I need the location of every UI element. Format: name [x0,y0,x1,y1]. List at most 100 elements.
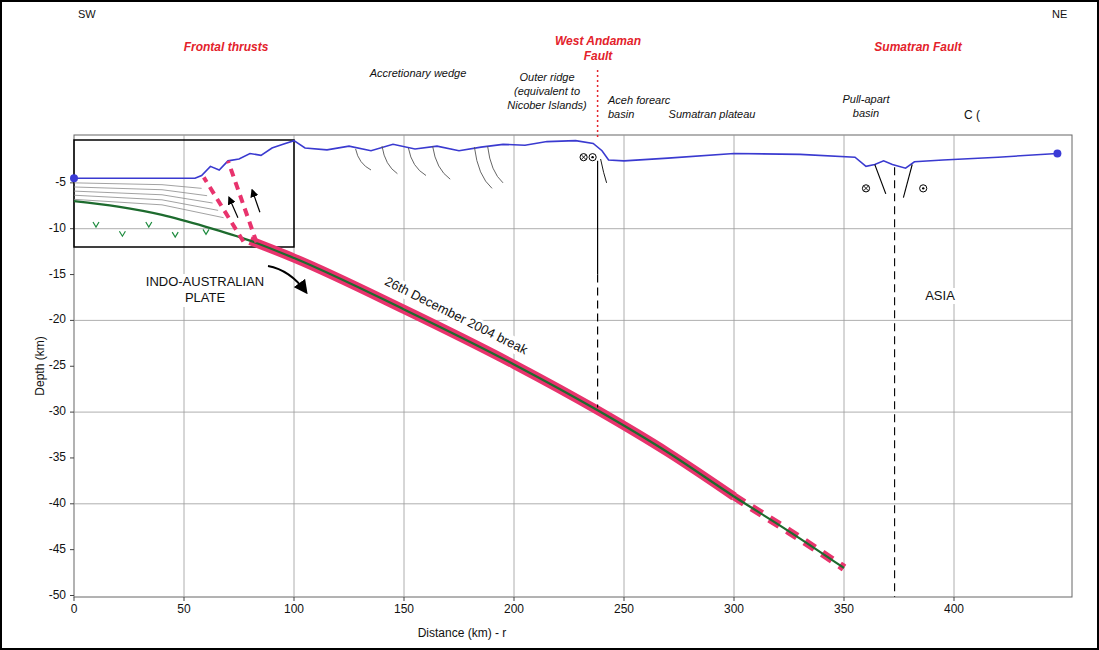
tick-mark [70,274,74,275]
wedge-fault [488,146,503,183]
tick-mark [74,597,75,601]
tick-mark [404,597,405,601]
grid-line [404,135,405,597]
tick-mark [70,503,74,504]
grid-line [734,135,735,597]
tick-label: 150 [392,602,416,617]
direction-label: NE [1050,8,1069,22]
feature-label: Accretionary wedge [368,67,469,81]
tick-label: -45 [47,542,68,557]
tick-label: 300 [722,602,746,617]
slip-symbol [580,154,587,161]
slab-interface [74,201,844,568]
rupture-label: 26th December 2004 break [380,273,532,360]
plate-label: ASIA [923,288,957,304]
tick-label: -10 [47,221,68,236]
tick-label: 400 [942,602,966,617]
wedge-fault [474,147,492,188]
crust-mark [146,222,152,227]
tick-mark [184,597,185,601]
grid-line [624,135,625,597]
fault-label: West Andaman Fault [546,34,650,64]
pull-apart-fault [903,165,912,198]
direction-label: SW [76,8,98,22]
plate-motion-arrow [268,266,306,292]
thrust-arrow [252,190,260,212]
tick-label: -30 [47,404,68,419]
slip-symbol-dot [922,187,924,189]
wedge-fault [433,146,451,179]
grid-line [74,320,1072,321]
feature-label: Outer ridge (equivalent to Nicober Islan… [500,71,594,112]
slip-symbol [862,185,869,192]
slip-symbol-dot [591,156,593,158]
tick-mark [70,549,74,550]
tick-label: -40 [47,496,68,511]
tick-mark [624,597,625,601]
axis-title: Distance (km) - r [416,626,509,641]
tick-mark [70,366,74,367]
feature-label: Frontal thrusts [182,40,271,55]
tick-mark [514,597,515,601]
axis-title: Depth (km) [33,334,48,397]
cut-label: C ( [962,108,982,123]
slip-symbol [920,185,927,192]
tick-label: -35 [47,450,68,465]
tick-label: -5 [53,175,68,190]
tick-mark [70,320,74,321]
tick-label: 200 [502,602,526,617]
frontal-thrust [228,161,257,243]
profile-end-dot [70,174,78,182]
grid-line [844,135,845,597]
fault-line-dashed [597,275,598,408]
tick-label: -15 [47,267,68,282]
sediment-layer [74,191,213,203]
fault-splay [601,159,607,183]
pull-apart-fault [875,165,886,194]
feature-label: Pull-apart basin [832,93,900,121]
grid-line [74,412,1072,413]
grid-line [74,503,1072,504]
tick-mark [70,457,74,458]
sediment-layer [74,187,207,196]
slip-symbol [589,154,596,161]
fault-line-dashed [894,167,895,597]
tick-mark [70,412,74,413]
crust-mark [119,231,125,236]
tick-label: 350 [832,602,856,617]
crust-mark [172,232,178,237]
tick-label: -20 [47,312,68,327]
fault-trace-dotted [597,70,599,140]
crust-mark [93,222,99,227]
tick-mark [954,597,955,601]
crust-mark [203,229,209,234]
rupture-band [250,241,734,497]
tick-mark [294,597,295,601]
tick-label: -50 [47,588,68,603]
thrust-arrow [229,198,238,218]
tick-label: 100 [282,602,306,617]
tick-label: 0 [69,602,80,617]
slip-symbol-cross [864,186,869,191]
sediment-layer [74,199,224,217]
fault-line [597,161,598,275]
tick-label: 50 [175,602,192,617]
tick-label: -25 [47,358,68,373]
grid-line [954,135,955,597]
wedge-fault [356,149,371,170]
fault-label: Sumatran Fault [872,40,963,55]
tick-mark [70,595,74,596]
profile-end-dot [1053,150,1061,158]
wedge-fault [382,146,397,174]
wedge-fault [408,148,426,176]
plot-frame [74,135,1072,597]
tick-label: 250 [612,602,636,617]
tick-mark [734,597,735,601]
tick-mark [844,597,845,601]
plate-label: INDO-AUSTRALIAN PLATE [138,274,272,307]
feature-label: Sumatran plateau [667,108,758,122]
slip-symbol-cross [581,155,586,160]
grid-line [74,228,1072,229]
